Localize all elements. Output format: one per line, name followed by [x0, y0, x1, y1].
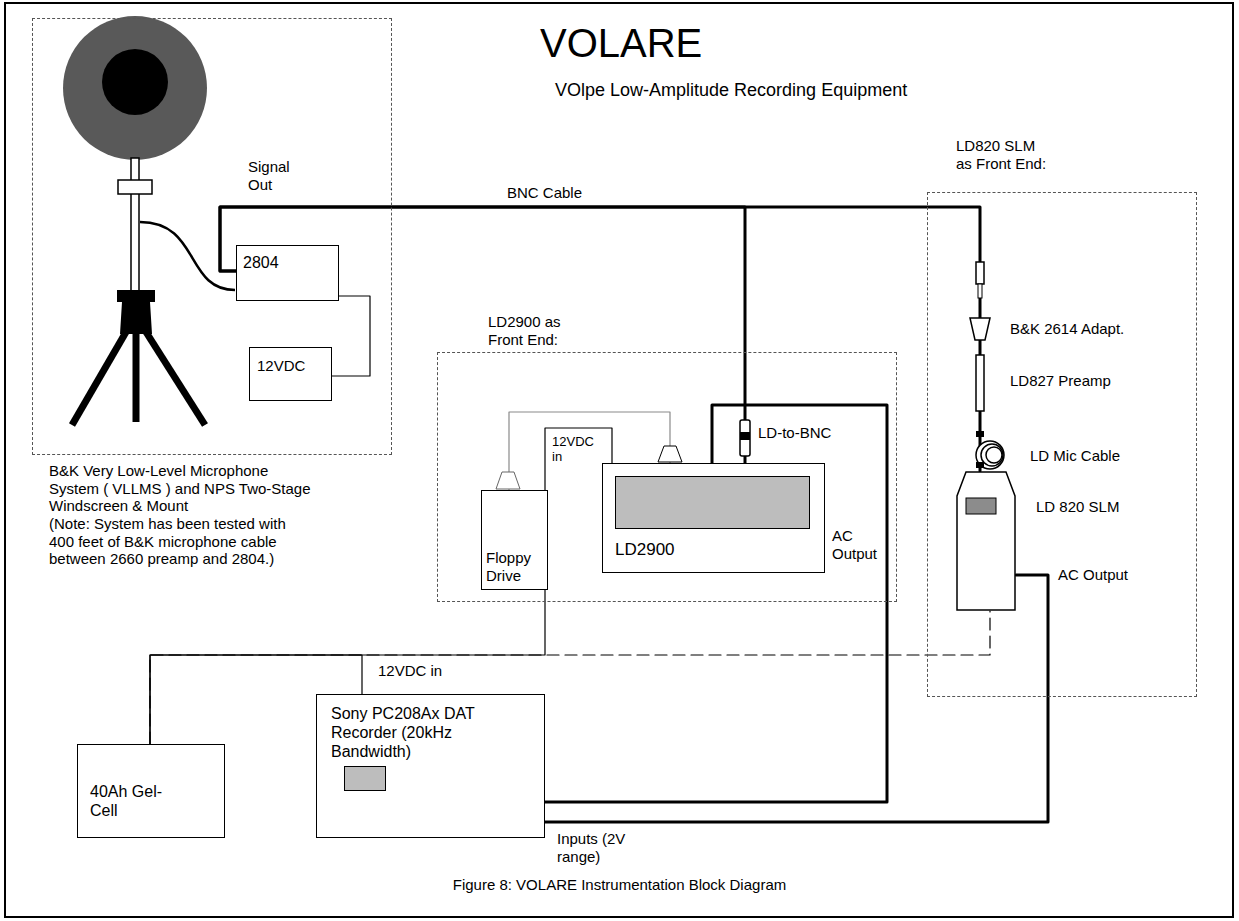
node-heading: Floppy Drive	[486, 549, 543, 584]
node-heading: B&K Very Low-Level Microphone System ( V…	[49, 462, 311, 515]
mic-cable-end	[976, 462, 984, 468]
windscreen-inner	[102, 49, 168, 115]
diagram-title: VOLARE	[540, 20, 702, 67]
subtitle: VOlpe Low-Amplitude Recording Equipment	[555, 80, 1035, 101]
windscreen-outer	[63, 16, 207, 160]
power-wire	[332, 296, 370, 376]
node-note: (Note: System has been tested with 400 f…	[49, 515, 311, 568]
ac-output-cable	[545, 405, 887, 802]
slm-display	[966, 498, 996, 514]
page-frame	[5, 3, 1233, 917]
adapter-2614	[970, 318, 990, 340]
slm-body	[957, 472, 1015, 610]
slm-outline	[956, 471, 1016, 611]
mic-cable-coil	[986, 447, 1002, 463]
ac-output-cable	[545, 575, 1048, 822]
ld2900-region: LD2900 as Front End:Floppy DriveLD2900	[437, 352, 897, 602]
analyzer-box: LD2900	[602, 463, 825, 573]
output-label: AC Output	[1058, 566, 1178, 584]
input-label: Inputs (2V range)	[557, 830, 642, 865]
node-heading: LD2900 as Front End:	[488, 313, 584, 348]
mic-cable-coil	[976, 441, 1004, 469]
display-window	[344, 766, 386, 791]
tripod-leg	[133, 332, 140, 422]
text-group: LD 820 SLM	[1036, 498, 1146, 516]
signal-label: Signal Out	[248, 158, 308, 193]
connector-label: LD-to-BNC	[758, 424, 858, 442]
node-heading: 12VDC	[257, 357, 327, 375]
sound-level-meter: LD 820 SLM	[956, 471, 1016, 611]
text-group: 2804	[243, 254, 331, 273]
text-group: 40Ah Gel-Cell	[90, 783, 170, 821]
output-label: AC Output	[832, 527, 884, 562]
tripod-head	[117, 290, 155, 302]
text-group: LD2900 as Front End:	[488, 313, 584, 348]
ld2900-connector	[658, 446, 682, 462]
tripod-leg	[146, 332, 205, 425]
node-heading: LD820 SLM as Front End:	[956, 137, 1052, 172]
power-supply-box: 12VDC	[249, 347, 332, 401]
power-input-label: 12VDC in	[378, 662, 468, 680]
bnc-plug	[976, 262, 984, 284]
ld-to-bnc-band	[740, 432, 750, 440]
bnc-cable	[220, 207, 745, 463]
pole-clamp	[118, 180, 152, 194]
text-group: Sony PC208Ax DAT Recorder (20kHz Bandwid…	[331, 705, 481, 762]
mount-pole	[131, 158, 139, 292]
figure-caption: Figure 8: VOLARE Instrumentation Block D…	[0, 876, 1239, 894]
display-window	[615, 476, 810, 529]
ld820-region: LD820 SLM as Front End:LD 820 SLM	[927, 192, 1197, 697]
node-heading: LD2900	[615, 540, 805, 560]
conditioning-amp-box: 2804	[236, 245, 339, 301]
text-group: 12VDC	[257, 357, 327, 375]
preamp-ld827	[976, 355, 984, 411]
text-group: B&K Very Low-Level Microphone System ( V…	[49, 462, 311, 568]
tripod-body	[120, 302, 152, 334]
node-heading: 2804	[243, 254, 331, 273]
mic-cable	[140, 222, 235, 290]
part-label: LD Mic Cable	[1030, 447, 1180, 465]
node-heading: 40Ah Gel-Cell	[90, 783, 170, 821]
floppy-drive-box: Floppy Drive	[481, 490, 548, 590]
node-heading: Sony PC208Ax DAT Recorder (20kHz Bandwid…	[331, 705, 481, 762]
text-group: LD2900	[615, 540, 805, 560]
node-heading: LD 820 SLM	[1036, 498, 1146, 516]
power-input-label: 12VDC in	[552, 434, 598, 465]
cable-label: BNC Cable	[505, 184, 584, 202]
text-group: Floppy Drive	[486, 549, 543, 584]
dat-recorder-box: Sony PC208Ax DAT Recorder (20kHz Bandwid…	[316, 694, 545, 838]
floppy-connector	[496, 472, 520, 489]
text-group: LD820 SLM as Front End:	[956, 137, 1052, 172]
vllms-region: B&K Very Low-Level Microphone System ( V…	[32, 18, 392, 455]
mic-cable-end	[976, 431, 984, 437]
part-label: LD827 Preamp	[1010, 372, 1180, 390]
tripod-leg	[72, 332, 126, 425]
bnc-cable	[220, 207, 980, 471]
mic-cable-coil	[981, 444, 1003, 466]
bnc-plug-tip	[978, 284, 982, 298]
battery-box: 40Ah Gel-Cell	[77, 744, 225, 838]
ld-to-bnc-connector	[740, 420, 750, 456]
power-wire	[150, 611, 990, 744]
part-label: B&K 2614 Adapt.	[1010, 320, 1180, 338]
